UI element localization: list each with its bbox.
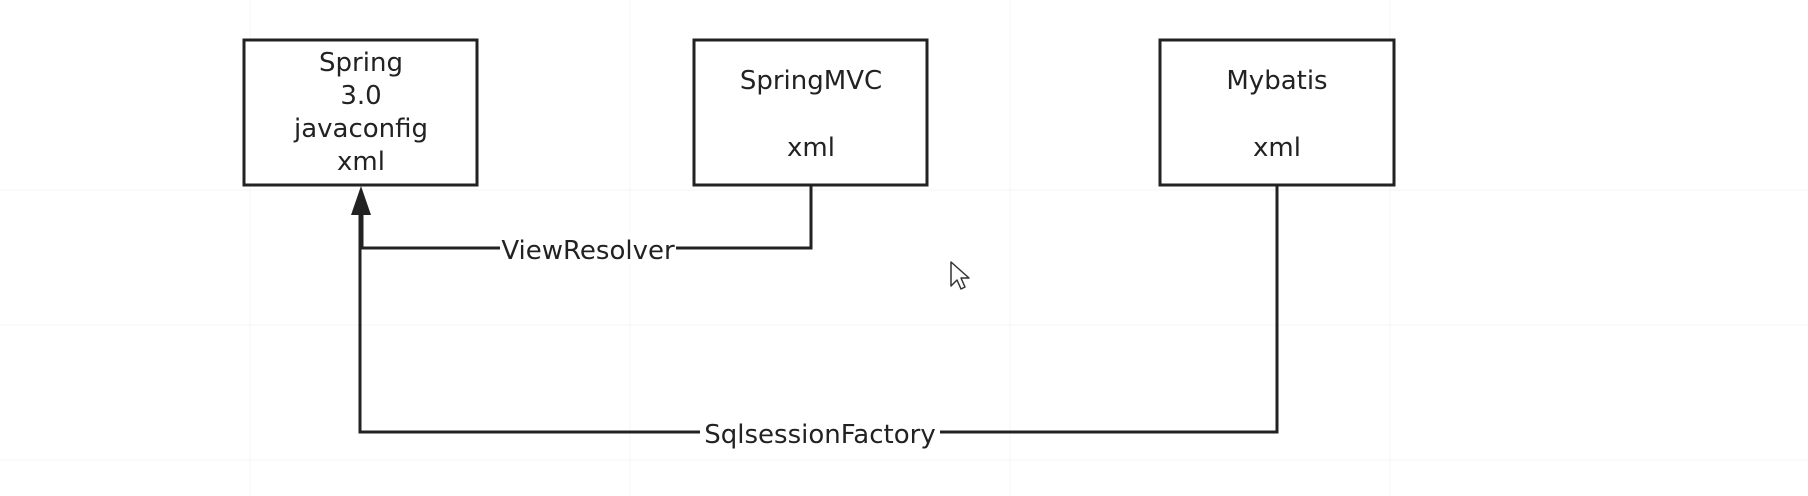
arrowhead-icon <box>351 186 371 215</box>
sqlsessionfactory-label: SqlsessionFactory <box>704 420 935 450</box>
node-mybatis-line-1: Mybatis <box>1226 66 1327 96</box>
node-spring-line-3: javaconfig <box>293 114 428 144</box>
viewresolver-label-bg <box>500 231 676 265</box>
connector-sqlsessionfactory[interactable] <box>358 185 1279 434</box>
viewresolver-label: ViewResolver <box>501 236 675 266</box>
node-mybatis-line-3: xml <box>1253 133 1301 163</box>
node-spring[interactable]: Spring 3.0 javaconfig xml <box>242 38 479 187</box>
node-spring-line-4: xml <box>337 147 385 177</box>
node-mybatis[interactable]: Mybatis xml <box>1158 38 1396 187</box>
connector-sqlsessionfactory-line[interactable] <box>358 185 1279 434</box>
mouse-cursor-icon <box>950 261 970 290</box>
node-springmvc[interactable]: SpringMVC xml <box>692 38 929 187</box>
node-mybatis-box[interactable] <box>1158 38 1396 187</box>
node-springmvc-line-1: SpringMVC <box>740 66 882 96</box>
node-springmvc-box[interactable] <box>692 38 929 187</box>
node-springmvc-line-3: xml <box>787 133 835 163</box>
node-spring-line-2: 3.0 <box>340 81 381 111</box>
node-spring-line-1: Spring <box>319 48 403 78</box>
sqlsessionfactory-label-bg <box>700 415 940 449</box>
node-spring-box[interactable] <box>242 38 479 187</box>
